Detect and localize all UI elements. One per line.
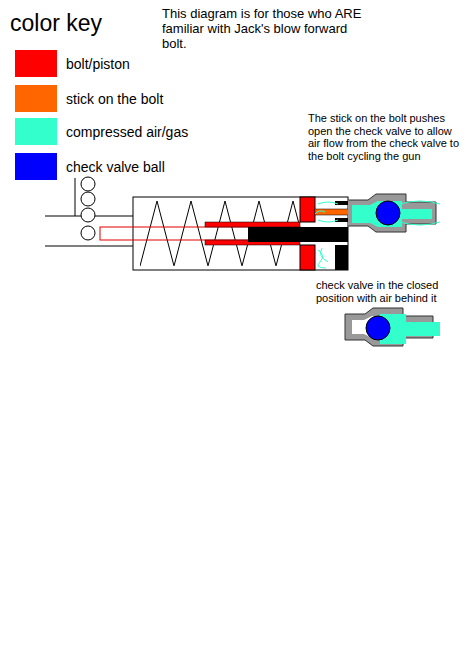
legend-text: compressed air/gas bbox=[66, 124, 188, 140]
note-text: This diagram is for those who ARE famili… bbox=[162, 7, 362, 52]
legend-swatch bbox=[15, 153, 57, 180]
note-text: The stick on the bolt pushes open the ch… bbox=[308, 112, 466, 163]
note-text: check valve in the closed position with … bbox=[316, 279, 466, 304]
legend-swatch bbox=[15, 50, 57, 77]
legend-text: stick on the bolt bbox=[66, 91, 163, 107]
legend-text: bolt/piston bbox=[66, 56, 130, 72]
legend-swatch bbox=[15, 118, 57, 145]
legend-swatch bbox=[15, 85, 57, 112]
title: color key bbox=[10, 10, 102, 36]
legend-text: check valve ball bbox=[66, 159, 165, 175]
